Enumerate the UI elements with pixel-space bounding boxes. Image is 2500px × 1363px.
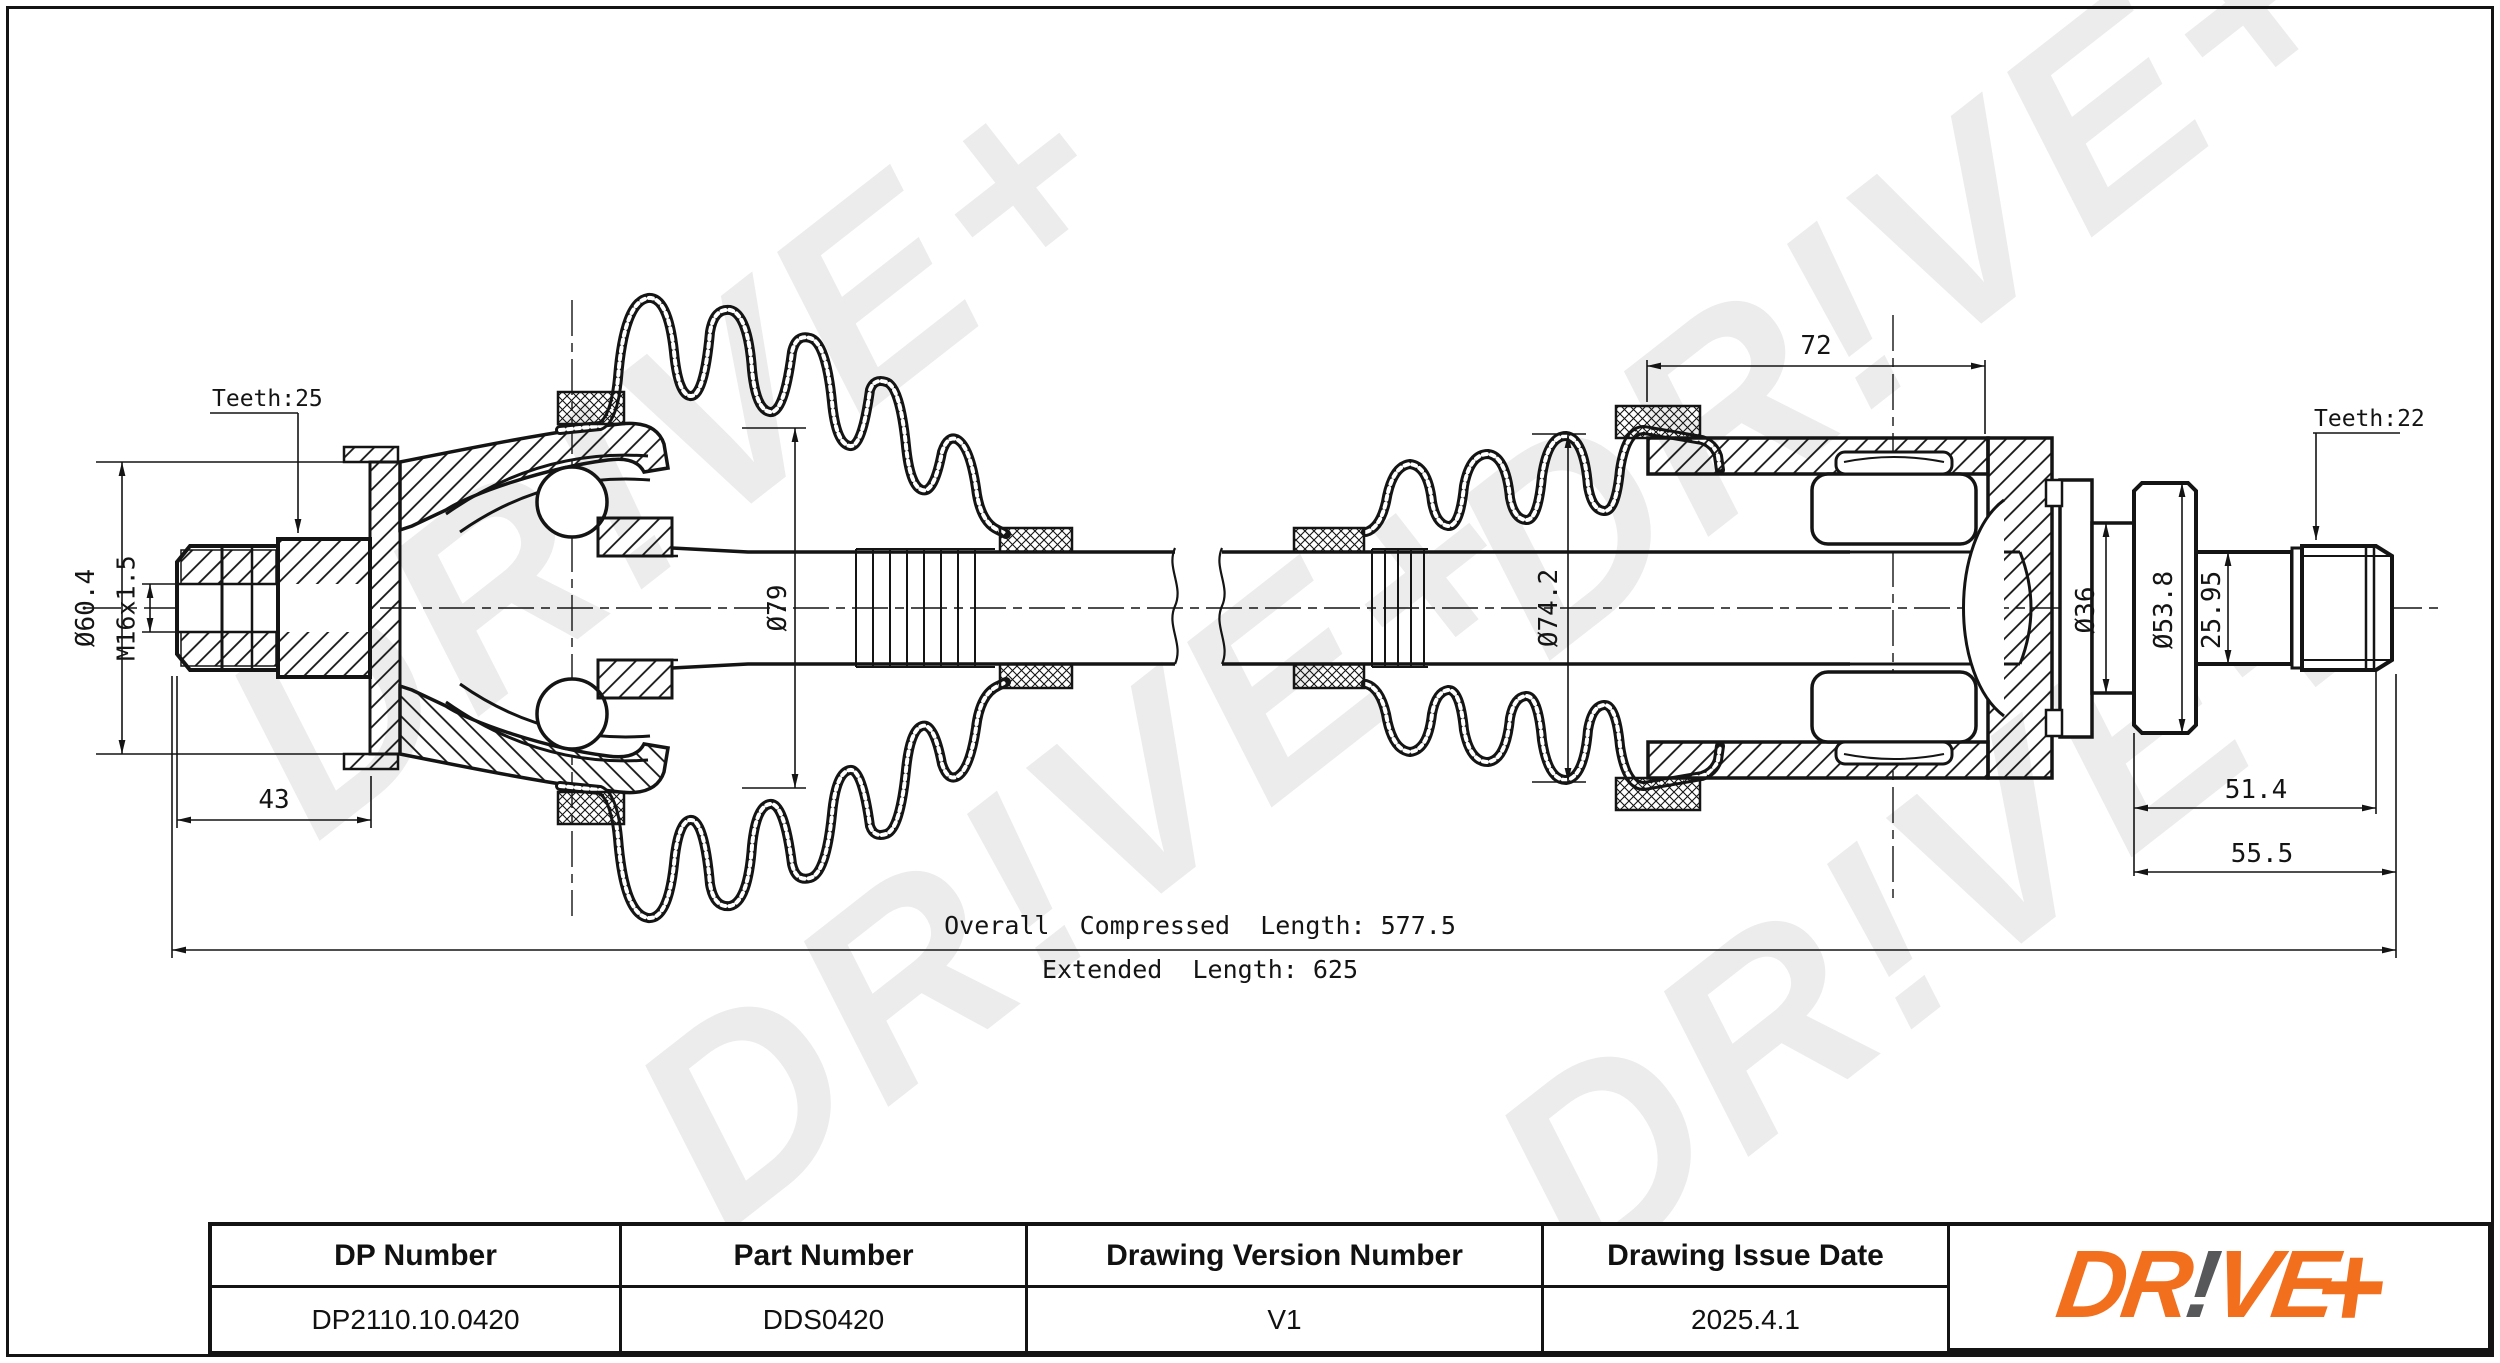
left-stub-shaft — [175, 544, 342, 672]
dim-25-95: 25.95 — [2197, 571, 2227, 649]
boot-seat-ribs — [855, 548, 1428, 668]
right-cv-boot — [1292, 404, 1725, 812]
header-drawing-version: Drawing Version Number — [1028, 1226, 1544, 1288]
dim-dia-79: Ø79 — [763, 585, 793, 632]
label-teeth-left: Teeth:25 — [212, 386, 323, 412]
label-extended-length: Extended Length: 625 — [1042, 955, 1358, 984]
dim-dia-53-8: Ø53.8 — [2149, 571, 2179, 649]
boot-clamp — [1614, 404, 1702, 440]
value-drawing-version: V1 — [1028, 1288, 1544, 1351]
value-issue-date: 2025.4.1 — [1544, 1288, 1950, 1351]
boot-clamp — [1292, 526, 1366, 554]
label-teeth-right: Teeth:22 — [2314, 406, 2425, 432]
boot-clamp — [1292, 662, 1366, 690]
header-dp-number: DP Number — [212, 1226, 622, 1288]
dim-55-5: 55.5 — [2231, 839, 2294, 869]
boot-clamp — [556, 390, 626, 426]
bearing-ball — [535, 465, 609, 539]
dim-43: 43 — [258, 785, 289, 815]
dim-72: 72 — [1800, 331, 1831, 361]
title-block: DP Number Part Number Drawing Version Nu… — [208, 1221, 2492, 1355]
bearing-ball — [535, 677, 609, 751]
dim-dia-36: Ø36 — [2071, 587, 2101, 634]
dim-51-4: 51.4 — [2225, 775, 2288, 805]
header-issue-date: Drawing Issue Date — [1544, 1226, 1950, 1288]
dimensions — [96, 360, 2400, 958]
boot-clamp — [998, 662, 1074, 690]
value-part-number: DDS0420 — [622, 1288, 1028, 1351]
value-dp-number: DP2110.10.0420 — [212, 1288, 622, 1351]
boot-clamp — [556, 790, 626, 826]
inner-joint-housing — [1646, 436, 2054, 780]
dim-thread-m16: M16x1.5 — [112, 555, 141, 660]
header-part-number: Part Number — [622, 1226, 1028, 1288]
logo-cell: DR!VE+ — [1950, 1221, 2488, 1353]
cv-bell-housing — [342, 421, 678, 795]
output-shaft — [2044, 478, 2394, 739]
label-compressed-length: Overall Compressed Length: 577.5 — [944, 911, 1456, 940]
boot-clamp — [998, 526, 1074, 554]
logo-dr: DR — [2051, 1231, 2195, 1338]
technical-drawing: Teeth:25 Teeth:22 Ø60.4 M16x1.5 43 Ø79 Ø… — [71, 293, 2440, 984]
brand-logo: DR!VE+ — [2050, 1221, 2389, 1353]
left-cv-boot — [555, 293, 1074, 918]
dim-dia-60-4: Ø60.4 — [71, 569, 101, 647]
dim-dia-74-2: Ø74.2 — [1534, 569, 1564, 647]
boot-clamp — [1614, 776, 1702, 812]
left-spline-section — [276, 537, 372, 679]
